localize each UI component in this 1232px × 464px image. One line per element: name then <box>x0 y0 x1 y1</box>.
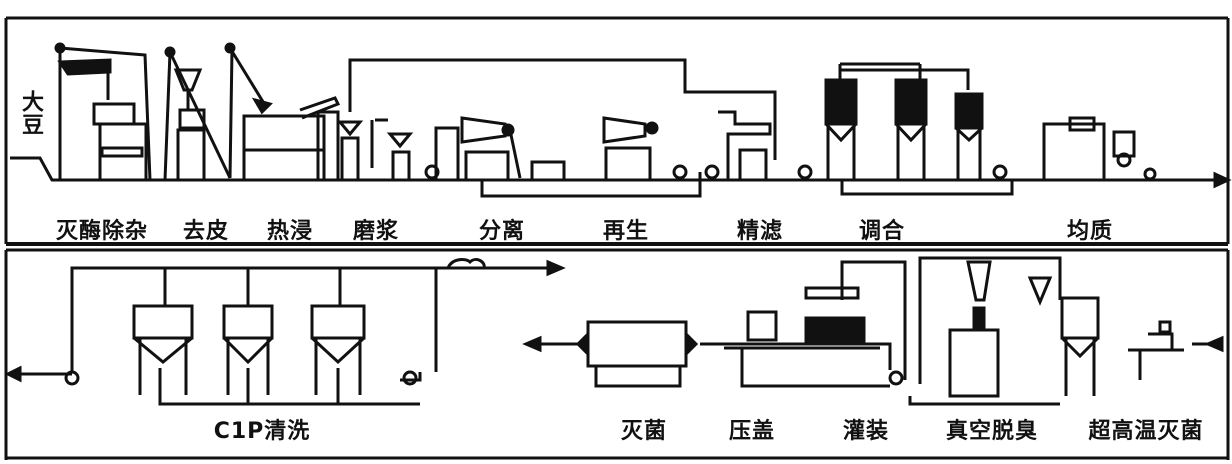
sterilizer <box>522 320 892 388</box>
capper-filler <box>724 260 907 388</box>
grinder <box>336 58 777 182</box>
blending-tanks <box>797 62 1014 196</box>
step-label: 分离 <box>478 219 526 244</box>
step-label: 超高温灭菌 <box>1088 419 1204 444</box>
soaking-tank <box>224 42 341 182</box>
cleaning-equipment <box>54 42 152 182</box>
cip-label: C1P清洗 <box>213 419 311 444</box>
step-label: 调合 <box>858 219 906 244</box>
lower-panel-frame <box>4 248 1230 460</box>
step-label: 灭菌 <box>620 419 668 444</box>
uht-sterilizer <box>1060 296 1224 396</box>
homogenizer <box>1042 116 1157 182</box>
step-label: 压盖 <box>728 419 776 444</box>
dehuller <box>163 46 232 182</box>
regenerator <box>602 116 720 182</box>
cip-system <box>4 258 566 406</box>
step-label: 真空脱臭 <box>945 419 1039 444</box>
step-label: 灌装 <box>842 419 890 444</box>
separator <box>434 116 702 198</box>
deodorizer <box>888 256 1062 406</box>
step-label: 磨浆 <box>352 219 400 244</box>
step-label: 均质 <box>1066 219 1114 244</box>
step-label: 灭酶除杂 <box>55 219 149 244</box>
step-label: 热浸 <box>266 219 314 244</box>
step-label: 去皮 <box>182 219 230 244</box>
step-label: 再生 <box>602 219 650 244</box>
input-label-soybean: 大豆 <box>18 90 43 136</box>
step-label: 精滤 <box>736 219 784 244</box>
upper-panel-frame <box>4 16 1230 246</box>
fine-filter <box>718 110 772 182</box>
